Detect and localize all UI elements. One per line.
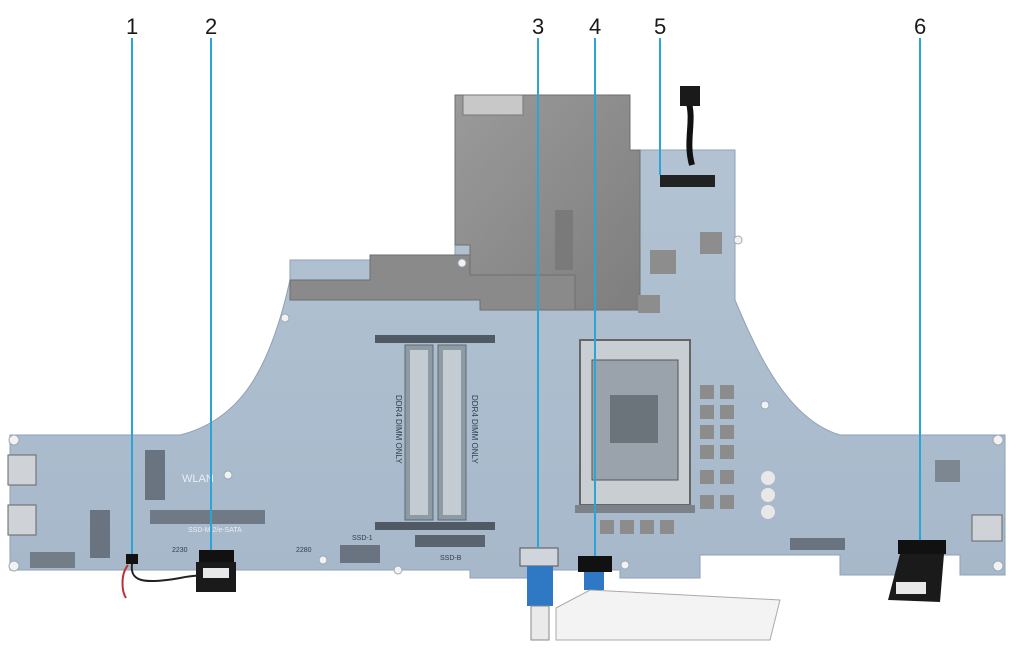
leader-lines: [131, 38, 921, 556]
connector-3: [519, 547, 559, 641]
top-right-chips: [555, 210, 722, 313]
callout-4: 4: [589, 14, 602, 39]
ssd-bottom-label: SSD-1: [352, 535, 373, 542]
callout-5: 5: [654, 14, 667, 39]
connector-6: [888, 540, 946, 602]
size-2280-label: 2280: [296, 547, 312, 554]
connector-5: [660, 86, 715, 187]
dimm-slots: [375, 335, 495, 530]
dimm-label-left: DDR4 DIMM ONLY: [394, 395, 403, 464]
dimm-label-right: DDR4 DIMM ONLY: [470, 395, 479, 464]
size-2230-label: 2230: [172, 547, 188, 554]
callout-3: 3: [532, 14, 545, 39]
ssd-slot-1: [90, 510, 110, 558]
system-board: [9, 94, 1006, 579]
connector-2: [196, 550, 236, 592]
vrm-components: [600, 385, 775, 534]
ssd-slot-b: [415, 535, 485, 547]
callout-2: 2: [205, 14, 218, 39]
wlan-slot: [145, 450, 165, 500]
mounting-holes: [8, 235, 1004, 575]
wlan-label: WLAN: [182, 473, 214, 485]
rear-port-block: [462, 94, 524, 116]
ssd-b-label: SSD-B: [440, 555, 462, 562]
cpu-socket: [575, 339, 695, 513]
ssd-top-label: SSD-M.2/e-SATA: [188, 527, 242, 534]
callout-1: 1: [126, 14, 139, 39]
connector-4: [555, 556, 781, 641]
callout-6: 6: [914, 14, 927, 39]
ssd-slot-2: [340, 545, 380, 563]
ssd-area: [150, 510, 265, 524]
right-ports: [790, 460, 1003, 550]
heat-shield-left: [289, 254, 576, 311]
left-ports: [7, 454, 75, 568]
